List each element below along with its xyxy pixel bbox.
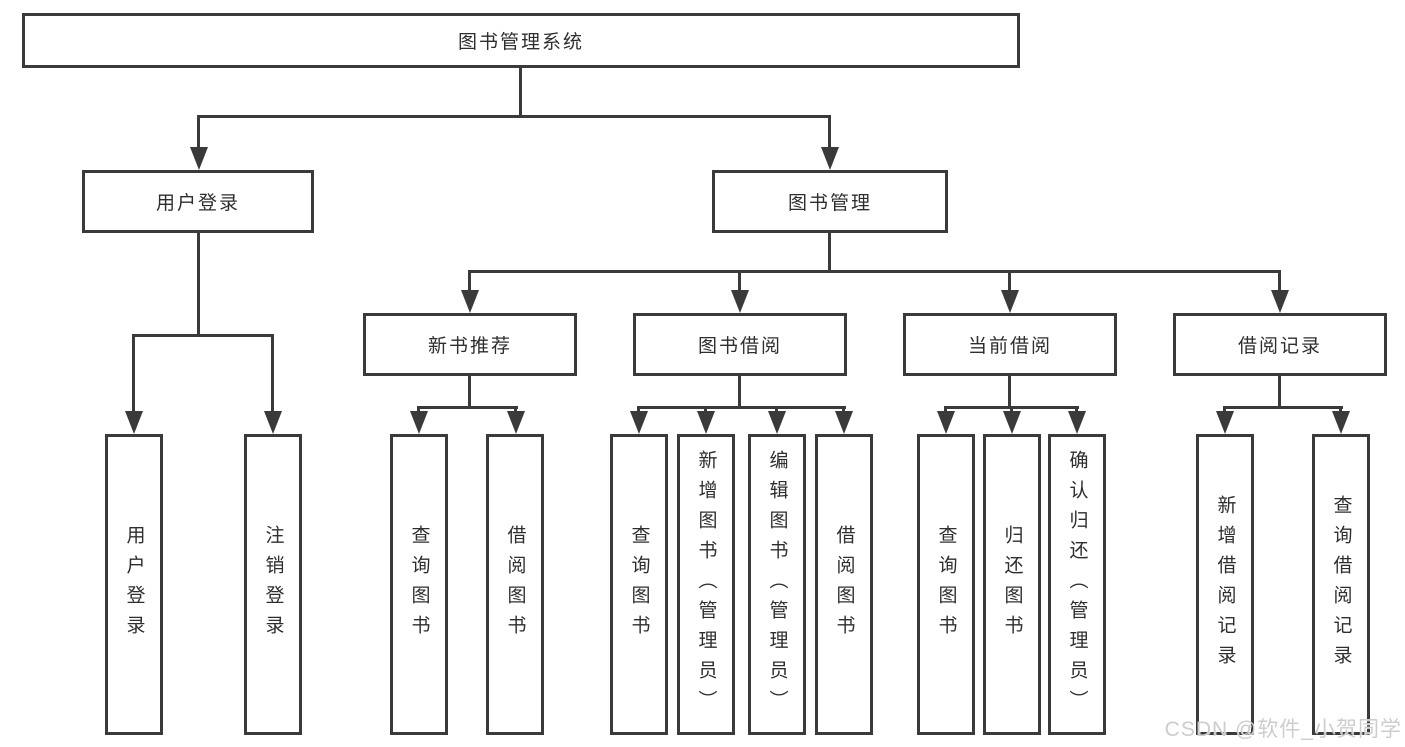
arrowhead bbox=[835, 411, 853, 434]
arrowhead bbox=[1001, 290, 1019, 313]
node-label: 当前借阅 bbox=[967, 336, 1052, 357]
node-query-books-borrow: 查询图书 bbox=[610, 434, 668, 735]
node-label: 查询借阅记录 bbox=[1330, 494, 1352, 675]
node-label: 新增借阅记录 bbox=[1214, 494, 1236, 675]
node-borrow-books: 借阅图书 bbox=[815, 434, 873, 735]
node-label: 用户登录 bbox=[155, 193, 240, 214]
connector-line bbox=[775, 406, 778, 414]
node-label: 图书管理系统 bbox=[457, 32, 584, 53]
node-label: 用户登录 bbox=[123, 524, 145, 645]
arrowhead bbox=[1068, 411, 1086, 434]
arrowhead bbox=[507, 411, 525, 434]
node-user-login: 用户登录 bbox=[82, 170, 314, 233]
connector-line bbox=[1008, 376, 1011, 407]
node-label: 归还图书 bbox=[1001, 524, 1023, 645]
connector-line bbox=[468, 376, 471, 407]
node-label: 查询图书 bbox=[628, 524, 650, 645]
connector-line bbox=[1339, 406, 1342, 414]
arrowhead bbox=[937, 411, 955, 434]
connector-line bbox=[1278, 270, 1281, 292]
connector-line bbox=[828, 233, 831, 272]
connector-line bbox=[271, 334, 274, 413]
connector-line bbox=[637, 406, 640, 414]
node-label: 查询图书 bbox=[408, 524, 430, 645]
node-add-books-admin: 新增图书（管理员） bbox=[677, 434, 735, 735]
node-user-login-action: 用户登录 bbox=[105, 434, 163, 735]
node-label: 借阅记录 bbox=[1237, 336, 1322, 357]
connector-line bbox=[468, 270, 471, 292]
connector-line bbox=[944, 406, 947, 414]
connector-line bbox=[197, 233, 200, 336]
connector-line bbox=[1223, 406, 1343, 409]
arrowhead bbox=[461, 290, 479, 313]
connector-line bbox=[1278, 376, 1281, 407]
connector-line bbox=[637, 406, 846, 409]
connector-line bbox=[1075, 406, 1078, 414]
connector-line bbox=[1223, 406, 1226, 414]
node-add-borrow-record: 新增借阅记录 bbox=[1196, 434, 1254, 735]
node-return-books: 归还图书 bbox=[983, 434, 1041, 735]
connector-line bbox=[132, 334, 274, 337]
node-label: 注销登录 bbox=[262, 524, 284, 645]
arrowhead bbox=[768, 411, 786, 434]
node-label: 查询图书 bbox=[935, 524, 957, 645]
node-label: 图书管理 bbox=[787, 193, 872, 214]
arrowhead bbox=[697, 411, 715, 434]
arrowhead bbox=[731, 290, 749, 313]
connector-line bbox=[514, 406, 517, 414]
node-label: 图书借阅 bbox=[697, 336, 782, 357]
node-confirm-return-admin: 确认归还（管理员） bbox=[1048, 434, 1106, 735]
node-logout-action: 注销登录 bbox=[244, 434, 302, 735]
connector-line bbox=[828, 115, 831, 150]
node-label: 借阅图书 bbox=[504, 524, 526, 645]
arrowhead bbox=[1216, 411, 1234, 434]
node-borrowing-records: 借阅记录 bbox=[1173, 313, 1387, 376]
connector-line bbox=[842, 406, 845, 414]
node-query-books-current: 查询图书 bbox=[917, 434, 975, 735]
node-label: 新增图书（管理员） bbox=[695, 449, 717, 720]
node-current-borrowing: 当前借阅 bbox=[903, 313, 1117, 376]
arrowhead bbox=[1332, 411, 1350, 434]
node-query-borrow-record: 查询借阅记录 bbox=[1312, 434, 1370, 735]
arrowhead bbox=[264, 411, 282, 434]
connector-line bbox=[197, 115, 200, 150]
connector-line bbox=[468, 270, 1281, 273]
connector-line bbox=[197, 115, 831, 118]
connector-line bbox=[519, 68, 522, 117]
node-book-borrowing: 图书借阅 bbox=[633, 313, 847, 376]
arrowhead bbox=[125, 411, 143, 434]
connector-line bbox=[417, 406, 420, 414]
node-label: 确认归还（管理员） bbox=[1066, 449, 1088, 720]
arrowhead bbox=[190, 147, 208, 170]
connector-line bbox=[417, 406, 518, 409]
csdn-watermark: CSDN @软件_小贺同学 bbox=[1164, 718, 1402, 741]
node-new-book-recommend: 新书推荐 bbox=[363, 313, 577, 376]
connector-line bbox=[704, 406, 707, 414]
connector-line bbox=[1010, 406, 1013, 414]
node-book-management-system: 图书管理系统 bbox=[22, 13, 1020, 68]
node-query-books-recommend: 查询图书 bbox=[390, 434, 448, 735]
node-label: 新书推荐 bbox=[427, 336, 512, 357]
node-label: 编辑图书（管理员） bbox=[766, 449, 788, 720]
node-borrow-books-recommend: 借阅图书 bbox=[486, 434, 544, 735]
connector-line bbox=[738, 270, 741, 292]
node-label: 借阅图书 bbox=[833, 524, 855, 645]
arrowhead bbox=[1271, 290, 1289, 313]
node-edit-books-admin: 编辑图书（管理员） bbox=[748, 434, 806, 735]
arrowhead bbox=[821, 147, 839, 170]
connector-line bbox=[132, 334, 135, 413]
connector-line bbox=[738, 376, 741, 407]
arrowhead bbox=[1003, 411, 1021, 434]
connector-line bbox=[1008, 270, 1011, 292]
arrowhead bbox=[410, 411, 428, 434]
node-book-management: 图书管理 bbox=[712, 170, 948, 233]
arrowhead bbox=[630, 411, 648, 434]
